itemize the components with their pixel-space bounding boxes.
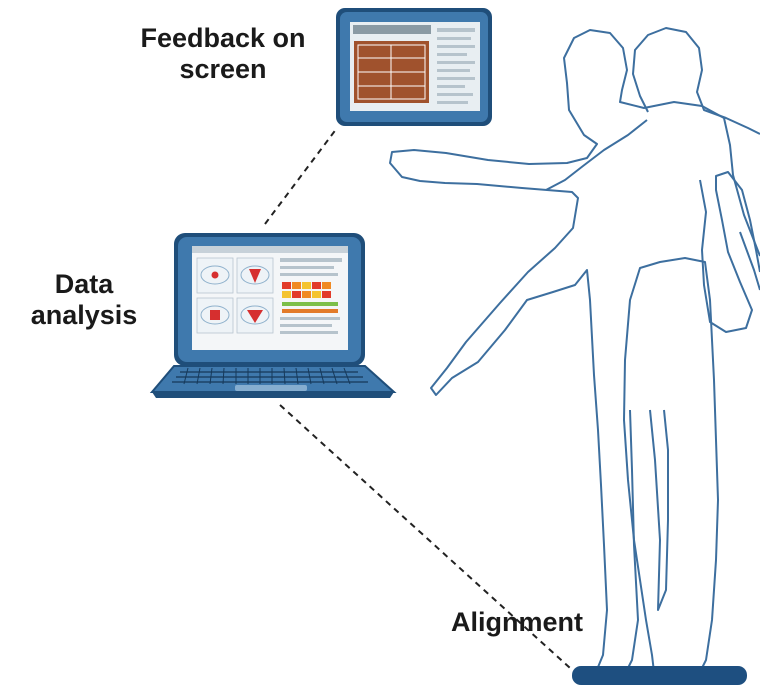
connector-lines	[264, 127, 571, 669]
figure-front	[389, 29, 760, 673]
feedback-label-line2: screen	[179, 54, 267, 84]
connector-laptop-to-monitor	[264, 127, 338, 225]
analysis-plots	[196, 257, 274, 334]
human-silhouette-icon	[389, 27, 760, 673]
feedback-label-line1: Feedback on	[140, 23, 306, 53]
analysis-score-bars	[280, 258, 342, 334]
data-analysis-label: Data analysis	[14, 269, 154, 331]
figure-legs-detail	[649, 409, 669, 611]
feedback-monitor-icon	[336, 8, 492, 126]
analysis-label-line1: Data	[54, 269, 114, 299]
alignment-label: Alignment	[451, 607, 583, 637]
analysis-label-line2: analysis	[30, 300, 138, 330]
laptop-icon	[149, 233, 397, 398]
figure-arm-lower	[739, 231, 760, 291]
figure-back	[545, 27, 760, 673]
feedback-on-screen-label: Feedback on screen	[108, 23, 338, 85]
balance-board-icon	[572, 666, 747, 685]
